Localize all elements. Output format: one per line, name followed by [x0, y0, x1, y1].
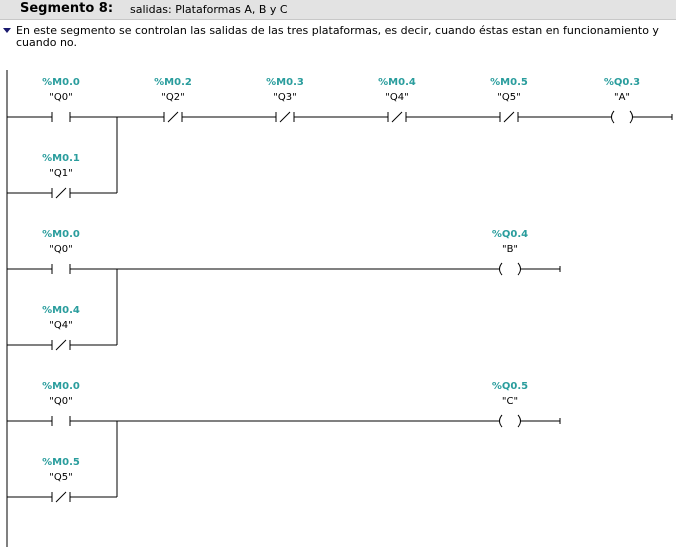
contact-3-1[interactable]: %M0.0 "Q0" — [42, 381, 80, 426]
contact-tag: "Q0" — [49, 244, 72, 255]
contact-tag: "Q4" — [49, 320, 72, 331]
contact-1-3[interactable]: %M0.3 "Q3" — [266, 77, 304, 123]
contact-1-2[interactable]: %M0.2 "Q2" — [154, 77, 192, 123]
branch-contact-1[interactable]: %M0.1 "Q1" — [42, 153, 80, 199]
coil-address: %Q0.4 — [492, 229, 528, 240]
collapse-arrow-icon[interactable] — [3, 28, 11, 33]
coil-tag: "A" — [614, 92, 630, 103]
contact-address: %M0.4 — [42, 305, 80, 316]
coil-2[interactable]: %Q0.4 "B" — [492, 229, 528, 276]
contact-tag: "Q5" — [49, 472, 72, 483]
contact-address: %M0.1 — [42, 153, 80, 164]
contact-address: %M0.5 — [490, 77, 528, 88]
rung-2 — [7, 266, 561, 346]
contact-tag: "Q4" — [385, 92, 408, 103]
segment-subtitle: salidas: Plataformas A, B y C — [130, 3, 288, 16]
contact-address: %M0.4 — [378, 77, 416, 88]
coil-3[interactable]: %Q0.5 "C" — [492, 381, 528, 428]
contact-1-1[interactable]: %M0.0 "Q0" — [42, 77, 80, 122]
segment-comment[interactable]: En este segmento se controlan las salida… — [16, 24, 659, 49]
contact-address: %M0.0 — [42, 381, 80, 392]
contact-tag: "Q0" — [49, 396, 72, 407]
segment-header[interactable]: Segmento 8: salidas: Plataformas A, B y … — [0, 0, 676, 20]
contact-1-4[interactable]: %M0.4 "Q4" — [378, 77, 416, 123]
contact-tag: "Q0" — [49, 92, 72, 103]
coil-tag: "C" — [502, 396, 518, 407]
contact-tag: "Q5" — [497, 92, 520, 103]
branch-contact-3[interactable]: %M0.5 "Q5" — [42, 457, 80, 503]
contact-address: %M0.2 — [154, 77, 192, 88]
contact-address: %M0.0 — [42, 77, 80, 88]
segment-title: Segmento 8: — [20, 1, 114, 16]
contact-tag: "Q1" — [49, 168, 72, 179]
contact-address: %M0.5 — [42, 457, 80, 468]
contact-tag: "Q3" — [273, 92, 296, 103]
rung-1 — [7, 114, 673, 194]
contact-2-1[interactable]: %M0.0 "Q0" — [42, 229, 80, 274]
contact-tag: "Q2" — [161, 92, 184, 103]
contact-address: %M0.3 — [266, 77, 304, 88]
contact-1-5[interactable]: %M0.5 "Q5" — [490, 77, 528, 123]
coil-address: %Q0.3 — [604, 77, 640, 88]
coil-tag: "B" — [502, 244, 518, 255]
contact-address: %M0.0 — [42, 229, 80, 240]
rung-3 — [7, 418, 561, 498]
coil-1[interactable]: %Q0.3 "A" — [604, 77, 640, 124]
coil-address: %Q0.5 — [492, 381, 528, 392]
branch-contact-2[interactable]: %M0.4 "Q4" — [42, 305, 80, 351]
